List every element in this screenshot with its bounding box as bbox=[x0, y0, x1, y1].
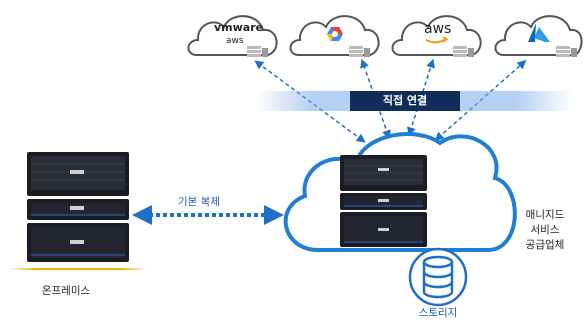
msp-server-stack bbox=[340, 155, 427, 247]
msp-label: 매니지드 서비스 공급업체 bbox=[515, 208, 575, 253]
aws-logo-text: aws bbox=[424, 21, 452, 37]
msp-label-line1: 매니지드 bbox=[525, 209, 565, 221]
storage-icon bbox=[408, 247, 468, 307]
onprem-server-stack bbox=[8, 152, 148, 270]
direct-connect-label: 직접 연결 bbox=[350, 91, 460, 111]
google-cloud-logo bbox=[327, 27, 343, 41]
aws-smile-icon bbox=[425, 38, 447, 44]
basic-replication-label: 기본 복제 bbox=[178, 196, 220, 208]
vmware-aws-text: aws bbox=[226, 36, 244, 46]
cloud-aws bbox=[391, 15, 482, 57]
azure-logo bbox=[528, 23, 550, 42]
aws-arrow-icon bbox=[442, 36, 449, 43]
cloud-vmware bbox=[187, 15, 278, 57]
msp-label-line2: 서비스 bbox=[530, 224, 560, 236]
on-premises-label: 온프레미스 bbox=[41, 285, 91, 297]
vmware-logo-text: vmware bbox=[214, 21, 264, 34]
storage-label: 스토리지 bbox=[418, 307, 458, 319]
msp-label-line3: 공급업체 bbox=[525, 239, 565, 251]
